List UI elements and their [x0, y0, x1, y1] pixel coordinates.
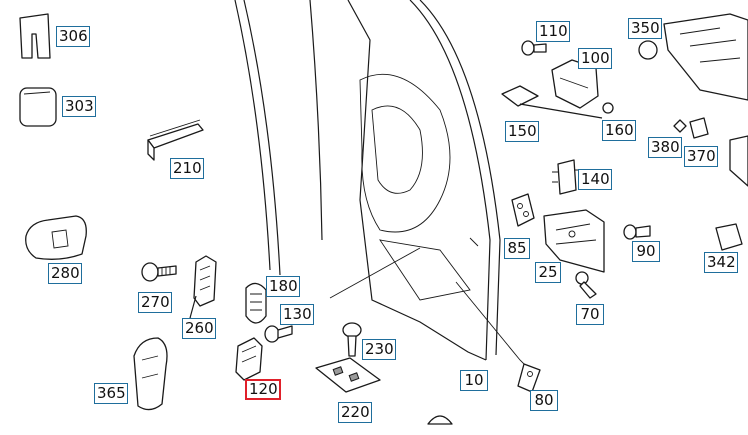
part-210-seal-strip — [147, 119, 204, 161]
part-306-clip — [19, 13, 51, 59]
callout-370[interactable]: 370 — [684, 146, 718, 167]
part-25-hinge — [543, 209, 605, 273]
callout-280[interactable]: 280 — [48, 263, 82, 284]
part-350-handle — [638, 13, 748, 101]
part-10-door-shell — [234, 0, 531, 371]
part-130-bolt — [264, 325, 293, 343]
part-80-link — [517, 363, 541, 393]
callout-306[interactable]: 306 — [56, 26, 90, 47]
callout-220[interactable]: 220 — [338, 402, 372, 423]
callout-303[interactable]: 303 — [62, 96, 96, 117]
part-370-clip — [689, 117, 748, 187]
callout-270[interactable]: 270 — [138, 292, 172, 313]
part-220-plate — [315, 357, 381, 393]
part-160-screw — [602, 102, 614, 114]
part-85-plate — [511, 193, 535, 227]
part-270-bolt — [141, 262, 177, 282]
part-180-grommet — [245, 282, 267, 324]
callout-90[interactable]: 90 — [632, 241, 660, 262]
part-230-screw — [342, 322, 362, 357]
callout-150[interactable]: 150 — [505, 121, 539, 142]
callout-140[interactable]: 140 — [578, 169, 612, 190]
callout-130[interactable]: 130 — [280, 304, 314, 325]
part-342-cap — [715, 223, 743, 251]
part-90-screw — [623, 224, 651, 240]
part-303-cap — [19, 87, 57, 127]
callout-365[interactable]: 365 — [94, 383, 128, 404]
callout-70[interactable]: 70 — [576, 304, 604, 325]
callout-160[interactable]: 160 — [602, 120, 636, 141]
callout-380[interactable]: 380 — [648, 137, 682, 158]
callout-85[interactable]: 85 — [504, 238, 530, 259]
part-140-bracket — [552, 159, 580, 195]
callout-210[interactable]: 210 — [170, 158, 204, 179]
callout-230[interactable]: 230 — [362, 339, 396, 360]
part-110-screw — [521, 40, 547, 56]
part-260-bracket — [189, 255, 217, 323]
part-150-plate — [501, 85, 603, 119]
callout-120-selected[interactable]: 120 — [245, 379, 281, 400]
part-280-trim — [25, 215, 87, 260]
callout-180[interactable]: 180 — [266, 276, 300, 297]
callout-80[interactable]: 80 — [530, 390, 558, 411]
callout-342[interactable]: 342 — [704, 252, 738, 273]
callout-25[interactable]: 25 — [535, 262, 561, 283]
callout-100[interactable]: 100 — [578, 48, 612, 69]
part-380-pin — [673, 119, 687, 133]
callout-110[interactable]: 110 — [536, 21, 570, 42]
part-365-cover — [133, 337, 168, 411]
part-120-hinge — [235, 337, 263, 381]
part-plug — [427, 415, 453, 425]
callout-260[interactable]: 260 — [182, 318, 216, 339]
part-100-housing — [551, 59, 599, 109]
callout-350[interactable]: 350 — [628, 18, 662, 39]
callout-10[interactable]: 10 — [460, 370, 488, 391]
part-70-screw — [575, 271, 597, 299]
